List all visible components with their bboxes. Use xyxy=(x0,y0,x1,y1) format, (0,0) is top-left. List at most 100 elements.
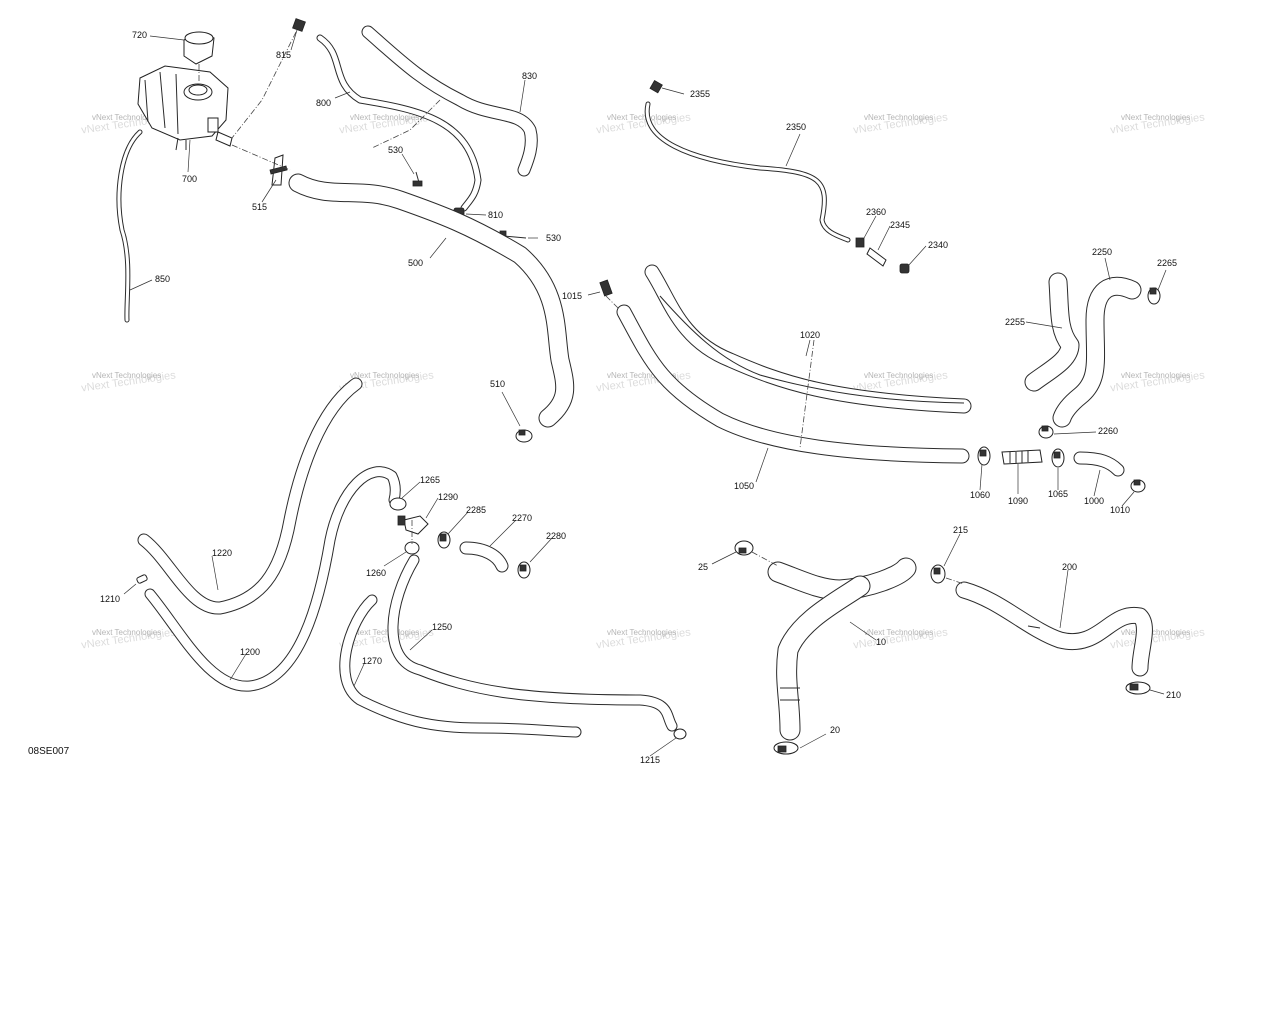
callout-1200: 1200 xyxy=(240,647,260,657)
callout-labels: 720 815 830 800 700 530 530 515 810 500 … xyxy=(100,30,1181,765)
callout-2265: 2265 xyxy=(1157,258,1177,268)
y-hose-10 xyxy=(767,557,917,741)
clamp-2360 xyxy=(855,237,865,248)
connector-1090 xyxy=(1001,449,1043,465)
callout-850: 850 xyxy=(155,274,170,284)
callout-2345: 2345 xyxy=(890,220,910,230)
watermark: vNext Technologies xyxy=(350,113,419,122)
plug-1210 xyxy=(136,574,148,584)
watermark: vNext Technologies xyxy=(92,113,161,122)
callout-510: 510 xyxy=(490,379,505,389)
hose-1220 xyxy=(137,377,363,615)
watermark: vNext Technologies xyxy=(1121,371,1190,380)
callout-2360: 2360 xyxy=(866,207,886,217)
callout-530-b: 530 xyxy=(546,233,561,243)
watermark: vNext Technologies xyxy=(607,628,676,637)
clamp-2355 xyxy=(649,79,663,94)
callout-1290: 1290 xyxy=(438,492,458,502)
hose-1200 xyxy=(144,466,401,692)
clamp-1265 xyxy=(389,497,407,511)
callout-1260: 1260 xyxy=(366,568,386,578)
watermark: vNext Technologies xyxy=(350,628,419,637)
callout-1265: 1265 xyxy=(420,475,440,485)
clamp-20 xyxy=(773,741,799,755)
reservoir-cap-720 xyxy=(183,31,215,65)
hose-200 xyxy=(955,581,1153,677)
callout-810: 810 xyxy=(488,210,503,220)
clamp-815 xyxy=(292,18,306,32)
callout-2340: 2340 xyxy=(928,240,948,250)
watermark: vNext Technologies xyxy=(1121,113,1190,122)
bolt-530 xyxy=(412,171,423,187)
callout-1215: 1215 xyxy=(640,755,660,765)
callout-1270: 1270 xyxy=(362,656,382,666)
clamp-2285 xyxy=(437,531,451,549)
clamp-215 xyxy=(930,564,946,584)
callout-2350: 2350 xyxy=(786,122,806,132)
hose-1000 xyxy=(1073,451,1125,477)
callout-25: 25 xyxy=(698,562,708,572)
callout-2355: 2355 xyxy=(690,89,710,99)
watermark: vNext Technologies xyxy=(607,113,676,122)
watermark: vNext Technologies xyxy=(92,371,161,380)
callout-210: 210 xyxy=(1166,690,1181,700)
hose-1250 xyxy=(387,554,678,732)
coolant-reservoir-700 xyxy=(137,65,233,151)
callout-1010: 1010 xyxy=(1110,505,1130,515)
callout-10: 10 xyxy=(876,637,886,647)
callout-1090: 1090 xyxy=(1008,496,1028,506)
callout-515: 515 xyxy=(252,202,267,212)
callout-815: 815 xyxy=(276,50,291,60)
leader-lines xyxy=(123,29,1167,757)
hose-830 xyxy=(361,25,538,177)
callout-1050: 1050 xyxy=(734,481,754,491)
callout-1220: 1220 xyxy=(212,548,232,558)
clamp-2265 xyxy=(1147,287,1161,305)
callout-200: 200 xyxy=(1062,562,1077,572)
callout-1210: 1210 xyxy=(100,594,120,604)
callout-1060: 1060 xyxy=(970,490,990,500)
elbow-1290 xyxy=(397,515,429,535)
hose-2270 xyxy=(459,541,509,573)
clamp-1010 xyxy=(1130,479,1146,493)
fitting-515 xyxy=(269,154,288,186)
callout-2255: 2255 xyxy=(1005,317,1025,327)
hose-2350 xyxy=(644,101,851,243)
hose-1050 xyxy=(616,304,970,464)
watermark: vNext Technologies xyxy=(1121,628,1190,637)
watermark: vNext Technologies xyxy=(350,371,419,380)
clamp-210 xyxy=(1125,681,1151,695)
callout-700: 700 xyxy=(182,174,197,184)
hose-800 xyxy=(316,34,482,212)
callout-2250: 2250 xyxy=(1092,247,1112,257)
watermark: vNext Technologies xyxy=(92,628,161,637)
clamp-2260 xyxy=(1038,425,1054,439)
hose-2255 xyxy=(1024,272,1080,392)
hose-2250 xyxy=(1052,276,1142,428)
clamp-510 xyxy=(515,429,533,443)
callout-530: 530 xyxy=(388,145,403,155)
callout-1015: 1015 xyxy=(562,291,582,301)
callout-1000: 1000 xyxy=(1084,496,1104,506)
callout-1065: 1065 xyxy=(1048,489,1068,499)
watermark: vNext Technologies xyxy=(864,113,933,122)
callout-720: 720 xyxy=(132,30,147,40)
callout-215: 215 xyxy=(953,525,968,535)
callout-2270: 2270 xyxy=(512,513,532,523)
callout-2285: 2285 xyxy=(466,505,486,515)
callout-830: 830 xyxy=(522,71,537,81)
clamp-25 xyxy=(734,540,754,556)
clamp-1065 xyxy=(1051,448,1065,468)
overflow-hose-850 xyxy=(116,129,143,323)
hose-1270 xyxy=(339,594,582,738)
watermark: vNext Technologies xyxy=(607,371,676,380)
watermark: vNext Technologies xyxy=(864,628,933,637)
callout-500: 500 xyxy=(408,258,423,268)
callout-2260: 2260 xyxy=(1098,426,1118,436)
clamp-1060 xyxy=(977,446,991,466)
watermark: vNext Technologies xyxy=(864,371,933,380)
callout-1250: 1250 xyxy=(432,622,452,632)
callout-1020: 1020 xyxy=(800,330,820,340)
callout-2280: 2280 xyxy=(546,531,566,541)
